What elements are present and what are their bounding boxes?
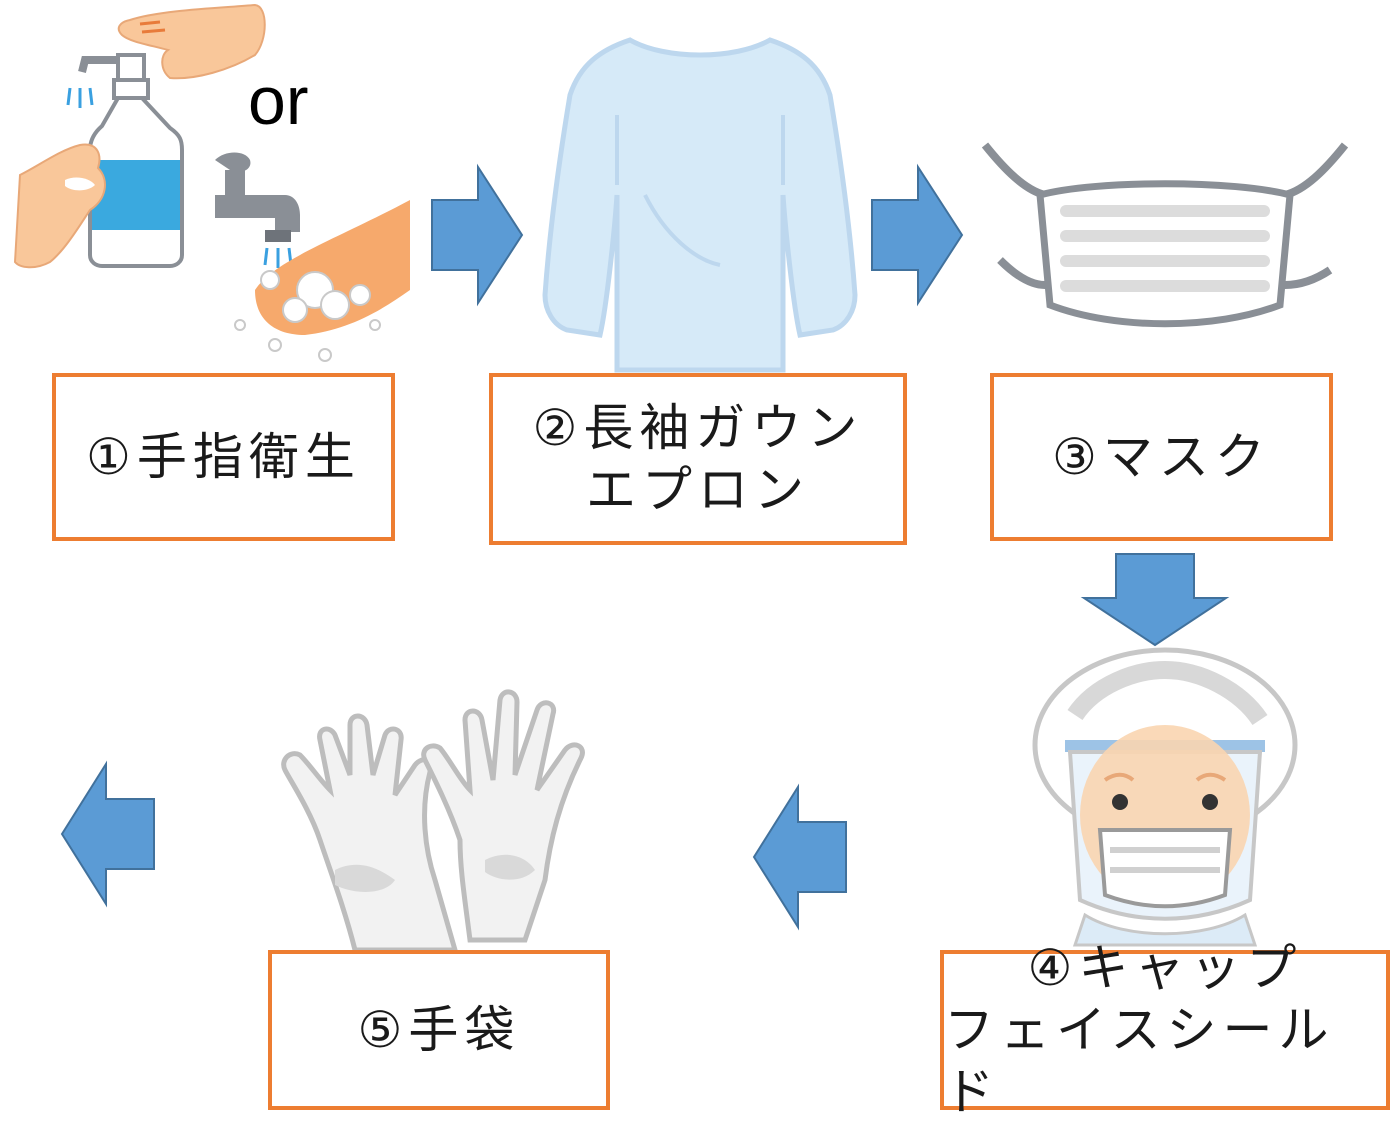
arrow-left-2 [60,760,155,908]
step-2-label-box: ②長袖ガウン エプロン [489,373,907,545]
arrow-left-1 [752,783,847,931]
step-3-label-box: ③マスク [990,373,1333,541]
arrow-right-2 [871,163,964,307]
arrow-down [1080,553,1230,647]
mask-icon [981,142,1349,328]
step-1-label: ①手指衛生 [86,428,361,486]
gloves-icon [281,689,585,953]
step-5-label: ⑤手袋 [357,1001,521,1059]
gown-icon [542,37,858,373]
hand-sanitizer-icon [13,3,266,269]
step-5-label-box: ⑤手袋 [268,950,610,1110]
step-2-label: ②長袖ガウン [532,399,864,457]
step-2-label-line2: エプロン [586,461,810,519]
or-text: or [248,63,309,139]
step-4-label: ④キャップ [1027,939,1303,997]
hand-washing-icon [215,152,410,362]
step-4-label-line2: フェイスシールド [944,1001,1335,1121]
step-1-label-box: ①手指衛生 [52,373,395,541]
cap-face-shield-icon [1032,647,1298,947]
step-4-label-box: ④キャップ フェイスシールド [940,939,1390,1121]
step-3-label: ③マスク [1052,428,1271,486]
arrow-right-1 [431,163,524,307]
